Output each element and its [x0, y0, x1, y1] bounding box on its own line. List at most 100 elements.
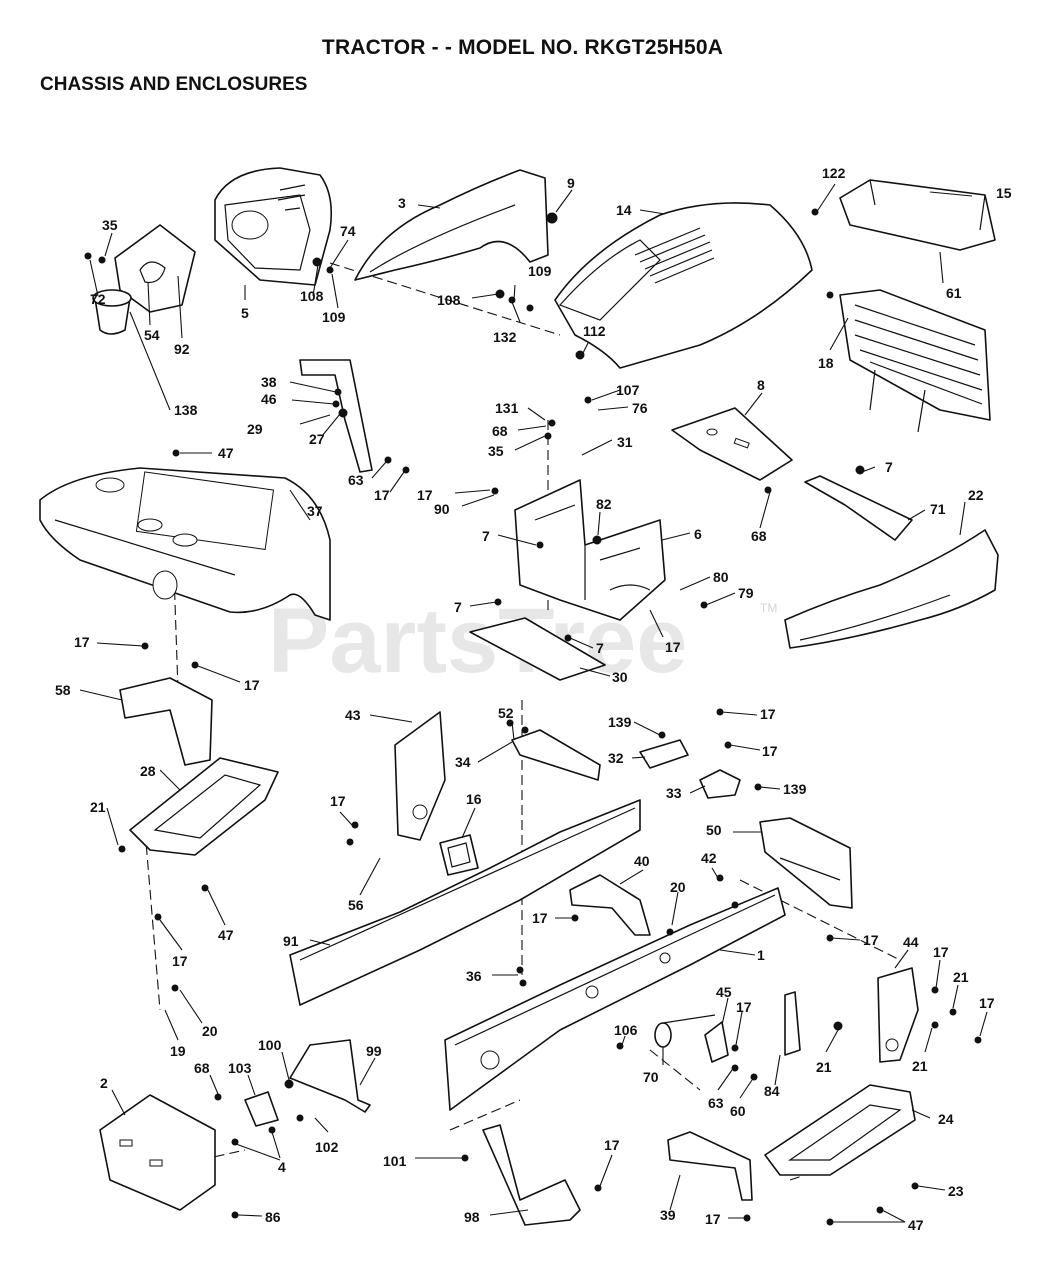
callout: 7 — [596, 640, 604, 656]
callout: 70 — [643, 1069, 659, 1085]
part-foot-rest-left — [129, 757, 279, 856]
callout: 17 — [244, 677, 260, 693]
part-hood — [554, 202, 813, 369]
callout: 17 — [760, 706, 776, 722]
callout: 102 — [315, 1139, 339, 1155]
callout: 132 — [493, 329, 517, 345]
callout: 17 — [705, 1211, 721, 1227]
callout: 17 — [604, 1137, 620, 1153]
callout: 74 — [340, 223, 356, 239]
callout: 21 — [912, 1058, 928, 1074]
callout: 30 — [612, 669, 628, 685]
callout: 5 — [241, 305, 249, 321]
callout: 33 — [666, 785, 682, 801]
callout: 17 — [417, 487, 433, 503]
part-bracket-39 — [667, 1131, 753, 1201]
callout: 54 — [144, 327, 160, 343]
callout: 17 — [665, 639, 681, 655]
callout: 79 — [738, 585, 754, 601]
callout: 72 — [90, 291, 106, 307]
callout: 1 — [757, 947, 765, 963]
callout: 131 — [495, 400, 519, 416]
callout: 46 — [261, 391, 277, 407]
callout: 14 — [616, 202, 632, 218]
part-side-bracket — [804, 475, 913, 541]
callout: 47 — [908, 1217, 924, 1233]
callout: 109 — [528, 263, 552, 279]
part-bracket-44 — [877, 967, 919, 1063]
callout: 122 — [822, 165, 846, 181]
callout: 8 — [757, 377, 765, 393]
callout: 29 — [247, 421, 263, 437]
callout: 17 — [762, 743, 778, 759]
leader-lines — [79, 183, 988, 1223]
callout: 21 — [816, 1059, 832, 1075]
callout: 76 — [632, 400, 648, 416]
part-hitch-pin — [654, 1014, 716, 1048]
callout: 4 — [278, 1159, 286, 1175]
callout: 58 — [55, 682, 71, 698]
part-frame-right — [444, 887, 786, 1111]
callout: 7 — [482, 528, 490, 544]
callout: 23 — [948, 1183, 964, 1199]
callout: 86 — [265, 1209, 281, 1225]
callout: 31 — [617, 434, 633, 450]
part-step-plate — [671, 407, 793, 481]
part-cup-holder — [92, 289, 132, 335]
callout: 139 — [608, 714, 632, 730]
callout: 63 — [348, 472, 364, 488]
callout: 63 — [708, 1095, 724, 1111]
part-bracket-58 — [119, 677, 213, 766]
callout: 43 — [345, 707, 361, 723]
callout: 27 — [309, 431, 325, 447]
callout: 100 — [258, 1037, 282, 1053]
callout: 39 — [660, 1207, 676, 1223]
callout: 19 — [170, 1043, 186, 1059]
callout: 91 — [283, 933, 299, 949]
callout: 40 — [634, 853, 650, 869]
callout: 106 — [614, 1022, 638, 1038]
part-hood-rail — [354, 169, 549, 281]
part-bracket-32 — [639, 739, 689, 769]
part-bracket-40 — [569, 874, 651, 936]
callout: 44 — [903, 934, 919, 950]
callout: 2 — [100, 1075, 108, 1091]
callout: 17 — [330, 793, 346, 809]
part-grommet — [439, 834, 479, 876]
callout: 17 — [172, 953, 188, 969]
part-bracket-plate — [114, 224, 196, 313]
callout: 84 — [764, 1083, 780, 1099]
part-plate-2 — [99, 1094, 216, 1211]
callout: 99 — [366, 1043, 382, 1059]
part-bracket-84 — [784, 991, 801, 1056]
callout: 18 — [818, 355, 834, 371]
part-grille — [839, 289, 991, 433]
callout: 52 — [498, 705, 514, 721]
part-seat-bracket — [299, 359, 373, 473]
callout: 17 — [933, 944, 949, 960]
callout: 9 — [567, 175, 575, 191]
callout: 101 — [383, 1153, 407, 1169]
callout: 17 — [736, 999, 752, 1015]
callout: 71 — [930, 501, 946, 517]
callout: 6 — [694, 526, 702, 542]
callout: 37 — [307, 503, 323, 519]
part-bracket-103 — [244, 1091, 279, 1127]
callout: 47 — [218, 445, 234, 461]
callout: 17 — [979, 995, 995, 1011]
callout: 28 — [140, 763, 156, 779]
callout: 82 — [596, 496, 612, 512]
part-bracket-45 — [704, 1021, 729, 1063]
callout: 7 — [454, 599, 462, 615]
callout: 98 — [464, 1209, 480, 1225]
callout: 17 — [863, 932, 879, 948]
callout: 47 — [218, 927, 234, 943]
part-shield-98 — [482, 1124, 581, 1226]
callout: 68 — [194, 1060, 210, 1076]
callout: 107 — [616, 382, 640, 398]
page-title: TRACTOR - - MODEL NO. RKGT25H50A — [321, 36, 724, 59]
callout: 35 — [102, 217, 118, 233]
part-pedal-rod — [289, 1039, 371, 1113]
part-bracket-50 — [759, 817, 853, 909]
